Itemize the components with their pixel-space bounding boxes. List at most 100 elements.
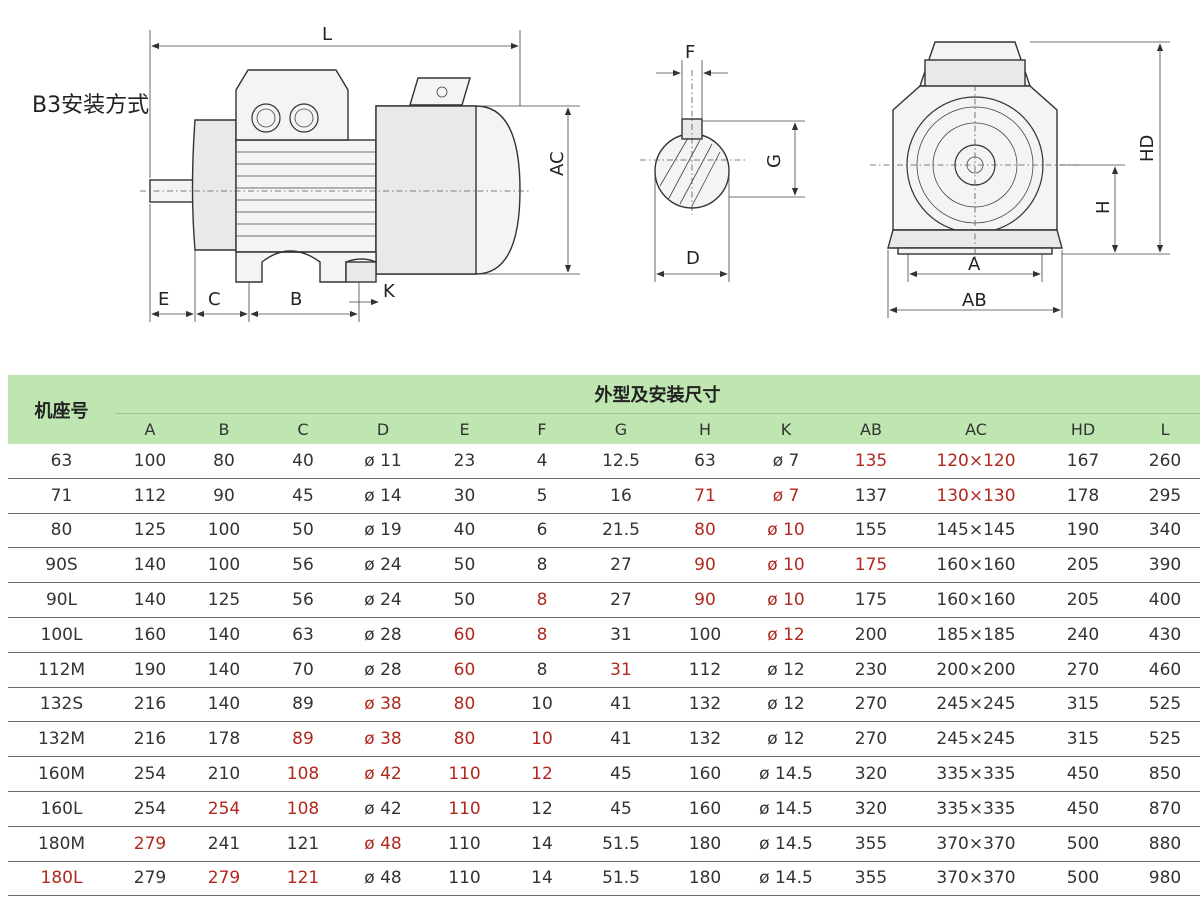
table-cell: 140 [185, 617, 263, 653]
table-cell: 27 [578, 582, 664, 618]
table-cell: 100 [664, 617, 746, 653]
table-cell: 4 [506, 444, 578, 479]
column-header-e: E [423, 413, 506, 444]
table-cell: 51.5 [578, 826, 664, 862]
table-cell: 51.5 [578, 861, 664, 897]
table-cell: 45 [578, 791, 664, 827]
table-cell: 178 [1036, 478, 1130, 514]
table-cell: 180 [664, 826, 746, 862]
table-cell: 63 [263, 617, 343, 653]
table-cell: 10 [506, 721, 578, 758]
table-cell: ø 14.5 [746, 756, 826, 792]
table-cell: 110 [423, 791, 506, 827]
column-header-ac: AC [916, 413, 1036, 444]
table-cell: 23 [423, 444, 506, 479]
table-cell: 80 [423, 687, 506, 723]
column-header-a: A [115, 413, 185, 444]
table-cell: 125 [115, 513, 185, 549]
table-cell: 135 [826, 444, 916, 479]
seat-number-cell: 112M [8, 652, 115, 688]
table-cell: 14 [506, 861, 578, 897]
label-AC: AC [547, 151, 568, 176]
table-cell: 450 [1036, 791, 1130, 827]
label-E: E [158, 289, 169, 310]
table-cell: ø 42 [343, 791, 423, 827]
table-cell: 50 [263, 513, 343, 549]
table-cell: 80 [185, 444, 263, 479]
table-cell: 245×245 [916, 721, 1036, 758]
table-cell: 205 [1036, 582, 1130, 618]
seat-number-cell: 100L [8, 617, 115, 653]
table-cell: 27 [578, 547, 664, 584]
table-cell: 130×130 [916, 478, 1036, 514]
table-cell: 216 [115, 687, 185, 723]
table-cell: 390 [1130, 547, 1200, 584]
table-cell: 500 [1036, 861, 1130, 897]
table-cell: ø 12 [746, 617, 826, 653]
label-B: B [290, 289, 302, 310]
table-cell: 320 [826, 791, 916, 827]
label-L: L [322, 24, 332, 45]
table-cell: 21.5 [578, 513, 664, 549]
table-cell: 254 [185, 791, 263, 827]
table-cell: 125 [185, 582, 263, 618]
table-cell: 370×370 [916, 826, 1036, 862]
table-cell: ø 7 [746, 478, 826, 514]
table-cell: 5 [506, 478, 578, 514]
table-cell: 140 [115, 547, 185, 584]
seat-number-cell: 63 [8, 444, 115, 479]
seat-number-header: 机座号 [8, 375, 115, 444]
table-cell: ø 14 [343, 478, 423, 514]
table-cell: 190 [115, 652, 185, 688]
table-cell: 210 [185, 756, 263, 792]
table-cell: 63 [664, 444, 746, 479]
table-cell: 41 [578, 687, 664, 723]
table-cell: 279 [115, 861, 185, 897]
table-cell: 89 [263, 687, 343, 723]
label-F: F [685, 42, 695, 63]
table-cell: 89 [263, 721, 343, 758]
table-cell: ø 48 [343, 826, 423, 862]
table-cell: 121 [263, 861, 343, 897]
table-cell: 525 [1130, 687, 1200, 723]
table-cell: 200 [826, 617, 916, 653]
table-cell: 16 [578, 478, 664, 514]
table-cell: 50 [423, 582, 506, 618]
table-cell: 8 [506, 617, 578, 653]
table-cell: 160 [664, 791, 746, 827]
table-cell: 175 [826, 582, 916, 618]
seat-number-cell: 160M [8, 756, 115, 792]
label-G: G [764, 154, 785, 168]
table-cell: 160 [115, 617, 185, 653]
seat-number-cell: 90L [8, 582, 115, 618]
table-cell: 270 [1036, 652, 1130, 688]
table-cell: ø 14.5 [746, 791, 826, 827]
table-cell: 190 [1036, 513, 1130, 549]
seat-number-cell: 160L [8, 791, 115, 827]
table-cell: 270 [826, 721, 916, 758]
table-cell: 355 [826, 826, 916, 862]
table-cell: 279 [185, 861, 263, 897]
table-cell: 112 [664, 652, 746, 688]
table-cell: 335×335 [916, 791, 1036, 827]
table-cell: 8 [506, 582, 578, 618]
column-header-g: G [578, 413, 664, 444]
mount-title: B3安装方式 [32, 93, 149, 118]
column-header-l: L [1130, 413, 1200, 444]
table-cell: 245×245 [916, 687, 1036, 723]
seat-number-cell: 90S [8, 547, 115, 584]
table-cell: ø 28 [343, 617, 423, 653]
label-HD: HD [1137, 135, 1158, 162]
table-cell: ø 10 [746, 513, 826, 549]
table-cell: 132 [664, 721, 746, 758]
table-cell: 110 [423, 826, 506, 862]
table-cell: 60 [423, 652, 506, 688]
table-cell: ø 28 [343, 652, 423, 688]
